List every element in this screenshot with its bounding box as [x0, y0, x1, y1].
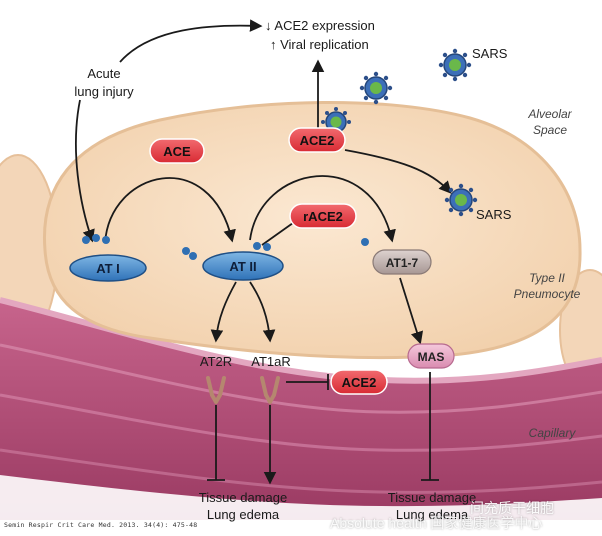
- arrow-icon: [249, 281, 276, 343]
- pneumocyte-label: Pneumocyte: [514, 287, 581, 301]
- node-at2: AT II: [202, 251, 284, 281]
- sars-label-right: SARS: [476, 207, 512, 222]
- node-at1: AT I: [69, 254, 147, 282]
- node-ace2-top: ACE2: [288, 127, 346, 153]
- receptor-icon: [206, 376, 226, 404]
- at17-label: AT1-7: [386, 256, 419, 270]
- outcome-ace2-expression: ↓ ACE2 expression: [265, 18, 375, 33]
- alveolar-label: Alveolar: [527, 107, 572, 121]
- outcome-viral-replication: ↑ Viral replication: [270, 37, 369, 52]
- watermark: Absolute health 国家健康医学中心: [330, 515, 543, 531]
- pathway-arrows: [75, 19, 452, 485]
- node-rACE2: rACE2: [289, 203, 357, 229]
- mas-label: MAS: [418, 350, 445, 364]
- outcome-left-tissue: Tissue damage: [199, 490, 287, 505]
- capillary-label: Capillary: [529, 426, 577, 440]
- acute-label: Acute: [87, 66, 120, 81]
- virus-icon: [321, 107, 351, 133]
- outcome-left-edema: Lung edema: [207, 507, 280, 522]
- node-ace2-right: ACE2: [330, 369, 388, 395]
- watermark-top: 间充质干细胞: [470, 500, 554, 516]
- citation: Semin Respir Crit Care Med. 2013. 34(4):…: [4, 521, 198, 529]
- sars-label-top: SARS: [472, 46, 508, 61]
- at2r-label: AT2R: [200, 354, 232, 369]
- virus-icon: [359, 71, 393, 105]
- type2-label: Type II: [529, 271, 565, 285]
- arrow-icon: [249, 175, 396, 243]
- at1ar-label: AT1aR: [251, 354, 291, 369]
- arrow-icon: [210, 281, 237, 343]
- at2-label: AT II: [229, 259, 256, 274]
- rACE2-label: rACE2: [303, 209, 343, 224]
- virus-icon: [438, 48, 472, 82]
- at1-label: AT I: [96, 261, 120, 276]
- ace2-right-label: ACE2: [342, 375, 377, 390]
- arrow-icon: [399, 277, 424, 345]
- arrow-icon: [119, 19, 263, 63]
- virus-icons: [321, 48, 478, 217]
- angiotensin-peptides: [82, 234, 369, 260]
- arrow-icon: [344, 149, 452, 194]
- lung-injury-label: lung injury: [74, 84, 134, 99]
- virus-icon: [444, 183, 478, 217]
- receptor-icon: [260, 376, 280, 404]
- outcome-right-edema: Lung edema: [396, 507, 469, 522]
- ace-label: ACE: [163, 144, 191, 159]
- arrow-icon: [104, 177, 236, 244]
- ace2-top-label: ACE2: [300, 133, 335, 148]
- outcome-right-tissue: Tissue damage: [388, 490, 476, 505]
- node-ace: ACE: [149, 138, 205, 164]
- receptor-icons: [206, 376, 280, 404]
- space-label: Space: [533, 123, 567, 137]
- node-at17: AT1-7: [372, 249, 432, 275]
- arrow-icon: [75, 99, 95, 243]
- node-mas: MAS: [407, 343, 455, 369]
